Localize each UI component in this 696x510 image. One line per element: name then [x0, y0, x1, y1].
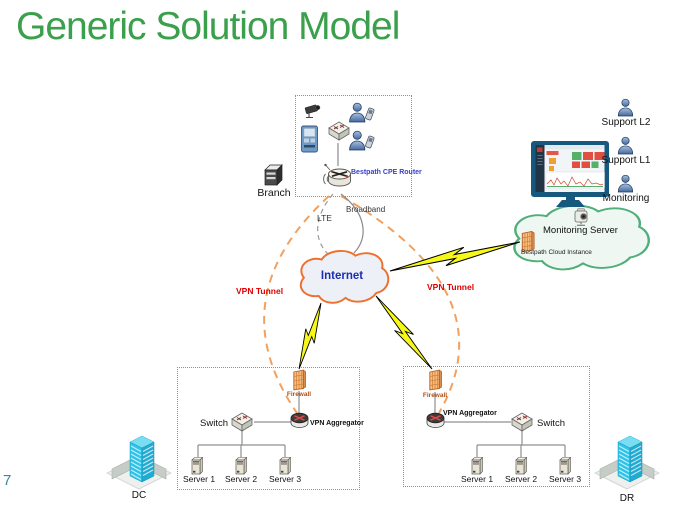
- cpe-router-icon: [322, 163, 352, 187]
- dc-server-2-label: Server 2: [224, 474, 258, 484]
- page-number: 7: [3, 472, 12, 489]
- branch-label: Branch: [257, 187, 291, 199]
- broadband-label: Broadband: [346, 205, 386, 214]
- dc-server-2-icon: [235, 457, 247, 475]
- internet-label: Internet: [320, 270, 364, 282]
- dc-server-3-icon: [279, 457, 291, 475]
- dc-building-label: DC: [131, 490, 147, 501]
- dr-server-3-icon: [559, 457, 571, 475]
- dr-building-label: DR: [619, 493, 635, 504]
- dc-box: [177, 367, 360, 490]
- branch-user-phone-icon-2: [349, 130, 375, 151]
- dr-server-1-icon: [471, 457, 483, 475]
- dc-server-3-label: Server 3: [268, 474, 302, 484]
- dr-server-3-label: Server 3: [548, 474, 582, 484]
- dc-firewall-icon: [293, 369, 307, 391]
- dr-switch-icon: [511, 412, 533, 432]
- surveillance-camera-icon: [304, 103, 322, 119]
- vpn-tunnel-label-right: VPN Tunnel: [427, 282, 475, 292]
- dc-switch-label: Switch: [200, 418, 228, 429]
- monitoring-person-icon: [617, 174, 634, 193]
- dr-firewall-label: Firewall: [422, 392, 448, 399]
- support-l2-label: Support L2: [601, 117, 651, 128]
- dc-aggregator-label: VPN Aggregator: [310, 420, 364, 427]
- branch-switch-icon: [328, 121, 350, 141]
- branch-box: [295, 95, 412, 197]
- dc-switch-icon: [231, 412, 253, 432]
- dr-building-icon: [594, 435, 660, 490]
- dr-firewall-icon: [429, 369, 443, 391]
- lte-label: LTE: [317, 213, 332, 223]
- dr-vpn-aggregator-icon: [426, 412, 445, 429]
- dr-server-2-icon: [515, 457, 527, 475]
- lte-link-line: [317, 193, 334, 256]
- support-l1-person-icon: [617, 136, 634, 155]
- lightning-bolt-dc: [292, 300, 328, 372]
- branch-user-phone-icon-1: [349, 102, 375, 123]
- support-l1-label: Support L1: [601, 155, 651, 166]
- dr-aggregator-label: VPN Aggregator: [443, 410, 497, 417]
- dc-server-1-label: Server 1: [182, 474, 216, 484]
- lightning-bolt-cloud-instance: [387, 234, 522, 279]
- dc-firewall-label: Firewall: [286, 391, 312, 398]
- dr-connectors: [434, 392, 566, 457]
- vpn-tunnel-arc-right: [340, 195, 461, 414]
- monitoring-dashboard-screen: [531, 141, 609, 207]
- dc-server-1-icon: [191, 457, 203, 475]
- page-title: Generic Solution Model: [16, 5, 400, 48]
- dr-server-1-label: Server 1: [460, 474, 494, 484]
- dc-vpn-aggregator-icon: [290, 412, 309, 429]
- dr-switch-label: Switch: [537, 418, 565, 429]
- dr-box: [403, 366, 590, 487]
- dr-server-2-label: Server 2: [504, 474, 538, 484]
- branch-cabinet-icon: [264, 164, 283, 186]
- vpn-tunnel-arc-left: [263, 195, 330, 414]
- lightning-bolt-dr: [370, 291, 438, 374]
- vpn-tunnel-label-left: VPN Tunnel: [236, 286, 284, 296]
- monitoring-server-label: Monitoring Server: [543, 225, 618, 236]
- support-l2-person-icon: [617, 98, 634, 117]
- cloud-instance-label: Bestpath Cloud Instance: [521, 249, 592, 256]
- monitoring-role-label: Monitoring: [602, 193, 650, 204]
- broadband-link-line: [340, 193, 364, 254]
- dc-building-icon: [106, 435, 172, 490]
- cpe-router-label: Bestpath CPE Router: [351, 169, 422, 176]
- dc-connectors: [197, 391, 300, 457]
- kiosk-icon: [301, 125, 318, 153]
